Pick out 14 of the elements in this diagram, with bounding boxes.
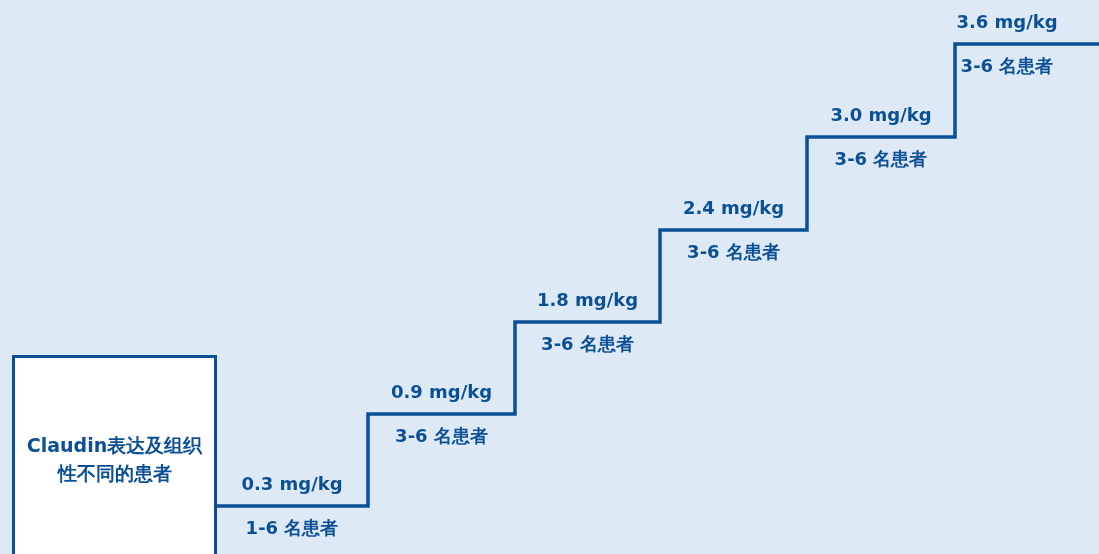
dose-label: 0.9 mg/kg: [390, 381, 493, 402]
dose-label: 0.3 mg/kg: [241, 473, 343, 494]
dose-label: 2.4 mg/kg: [682, 197, 785, 218]
dose-label: 3.0 mg/kg: [830, 104, 932, 125]
patient-count-label: 1-6 名患者: [245, 516, 339, 540]
patient-count-label: 3-6 名患者: [834, 147, 928, 171]
dose-label: 1.8 mg/kg: [536, 289, 639, 310]
group-label: Claudin表达及组织性不同的患者: [25, 433, 204, 486]
patient-count-label: 3-6 名患者: [687, 240, 780, 264]
patient-count-label: 3-6 名患者: [541, 332, 634, 356]
patient-group-box: [12, 355, 217, 554]
patient-count-label: 3-6 名患者: [395, 424, 488, 448]
dose-label: 3.6 mg/kg: [956, 11, 1058, 32]
patient-count-label: 3-6 名患者: [960, 54, 1054, 78]
